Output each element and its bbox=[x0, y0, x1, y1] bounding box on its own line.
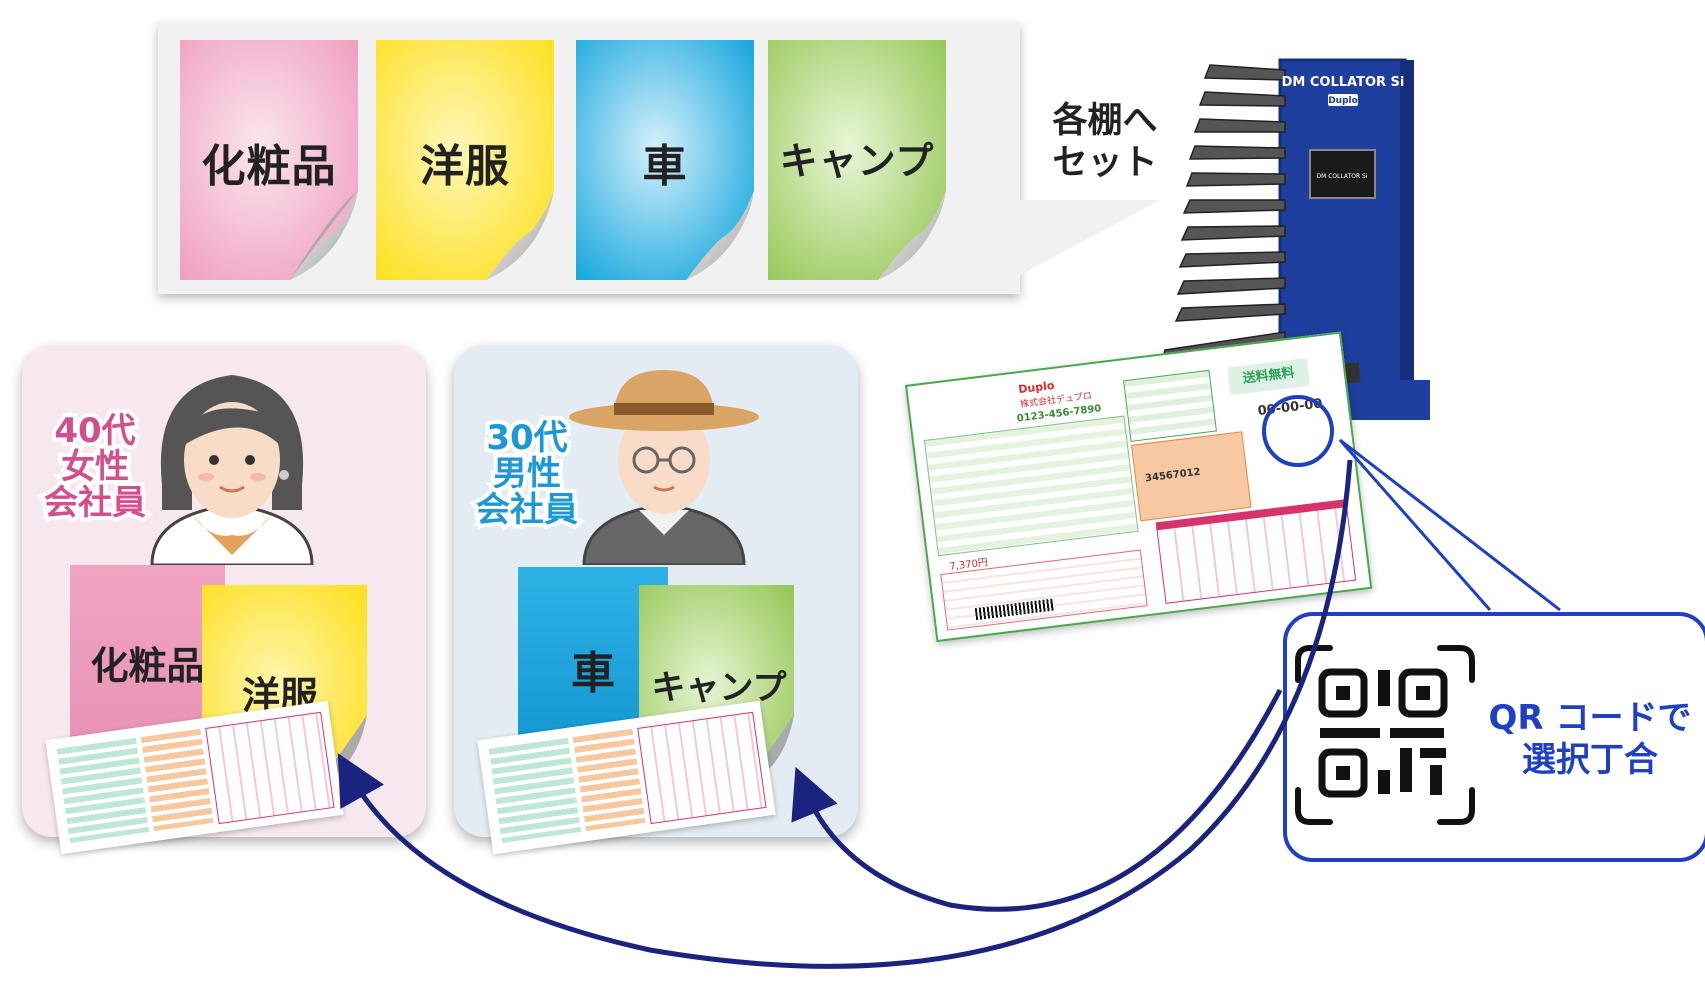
machine-screen-label: DM COLLATOR Si bbox=[1316, 173, 1367, 180]
shelf-note-label: 化粧品 bbox=[201, 141, 337, 192]
callout-line-2: セット bbox=[1052, 143, 1158, 183]
persona-occupation: 会社員 bbox=[40, 481, 150, 525]
persona-badge: 30代 男性 会社員 bbox=[468, 416, 586, 532]
callout-text: 各棚へ セット bbox=[1025, 100, 1185, 184]
persona-note-label: キャンプ bbox=[651, 668, 787, 708]
arrow-to-female bbox=[337, 459, 1353, 969]
shelf-note-cosmetics: 化粧品 bbox=[180, 40, 358, 280]
qr-highlight-circle bbox=[1262, 395, 1334, 467]
persona-note-label: 車 bbox=[571, 648, 615, 699]
sticky-note-icon bbox=[576, 40, 754, 280]
shelf-note-clothes: 洋服 bbox=[376, 40, 554, 280]
sticky-note-icon bbox=[768, 40, 946, 280]
persona-gender: 男性 bbox=[489, 452, 565, 496]
shelf-panel: 化粧品 洋服 車 キャンプ bbox=[158, 22, 1020, 294]
persona-occupation: 会社員 bbox=[472, 488, 582, 532]
shelf-note-label: キャンプ bbox=[779, 139, 935, 183]
persona-panel-male: 30代 男性 会社員 車 キャンプ bbox=[454, 345, 858, 855]
callout-line-1: 各棚へ bbox=[1052, 101, 1158, 141]
qr-caption-line-2: 選択丁合 bbox=[1522, 740, 1658, 780]
machine-brand-label: DM COLLATOR Si bbox=[1282, 75, 1405, 90]
persona-gender: 女性 bbox=[57, 445, 133, 489]
shelf-note-label: 洋服 bbox=[420, 141, 510, 192]
sticky-note-icon bbox=[180, 40, 358, 280]
shelf-note-car: 車 bbox=[576, 40, 754, 280]
shelf-note-camping: キャンプ bbox=[768, 40, 946, 280]
woman-avatar-icon bbox=[150, 375, 314, 565]
machine-maker-label: Duplo bbox=[1328, 96, 1358, 106]
arrow-to-male bbox=[791, 688, 1283, 912]
man-avatar-icon bbox=[569, 370, 759, 565]
persona-badge: 40代 女性 会社員 bbox=[36, 409, 154, 525]
sticky-note-icon bbox=[376, 40, 554, 280]
callout-pointer bbox=[1020, 200, 1160, 275]
qr-code-icon bbox=[1295, 645, 1475, 825]
qr-callout-lines bbox=[1338, 438, 1561, 612]
persona-panel-female: 40代 女性 会社員 化粧品 洋服 bbox=[22, 345, 426, 855]
qr-caption: QR コードで 選択丁合 bbox=[1470, 697, 1705, 781]
persona-age: 40代 bbox=[50, 409, 139, 453]
shelf-note-label: 車 bbox=[642, 141, 688, 192]
persona-age: 30代 bbox=[482, 416, 571, 460]
qr-caption-line-1: QR コードで bbox=[1488, 698, 1692, 738]
persona-note-label: 化粧品 bbox=[90, 644, 205, 688]
